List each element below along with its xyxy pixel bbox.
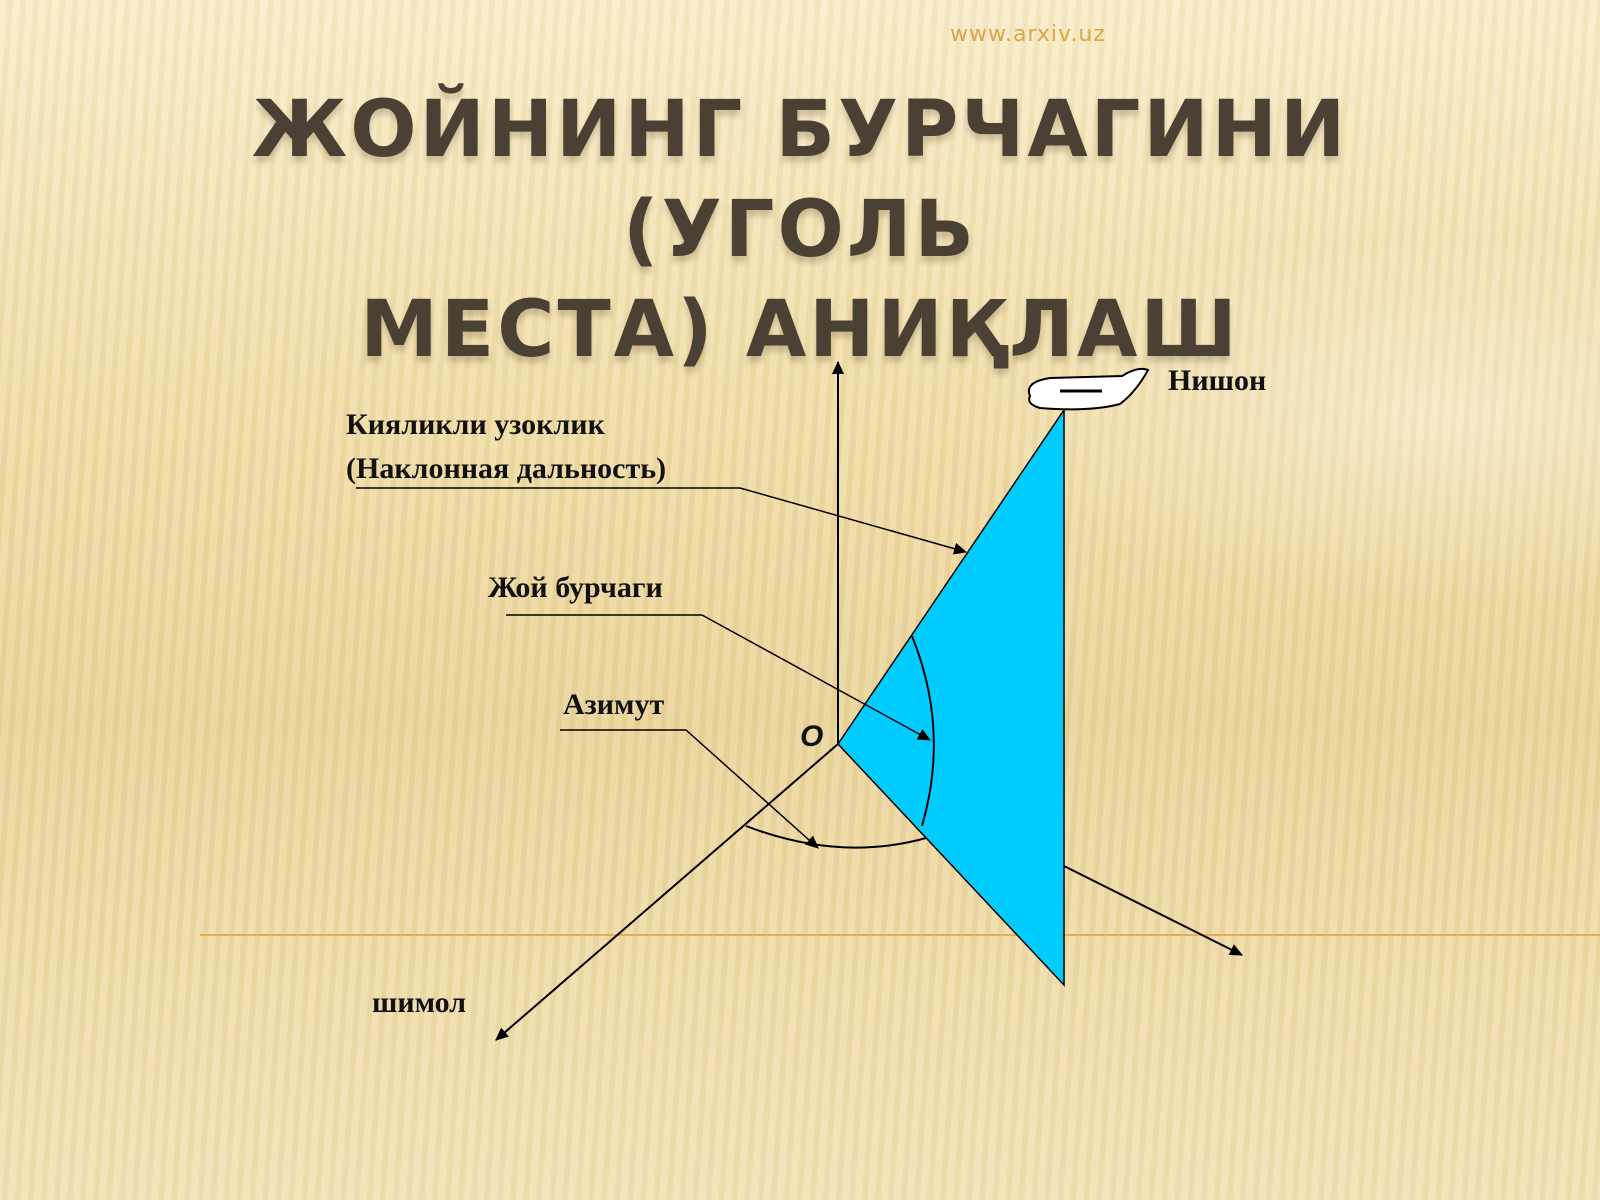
target-label: Нишон bbox=[1168, 364, 1266, 397]
slant-range-label-2: (Наклонная дальность) bbox=[346, 452, 666, 485]
elevation-angle-label: Жой бурчаги bbox=[488, 571, 663, 604]
azimuth-arc bbox=[745, 825, 927, 849]
slide-title: ЖОЙНИНГ БУРЧАГИНИ (УГОЛЬ МЕСТА) АНИҚЛАШ bbox=[100, 80, 1500, 380]
title-line-1: ЖОЙНИНГ БУРЧАГИНИ (УГОЛЬ bbox=[251, 85, 1349, 275]
slant-range-label-1: Кияликли узоклик bbox=[346, 408, 606, 441]
north-axis bbox=[495, 743, 839, 1041]
origin-label: O bbox=[800, 720, 823, 753]
title-line-2: МЕСТА) АНИҚЛАШ bbox=[360, 285, 1240, 375]
slant-range-leader bbox=[739, 487, 967, 555]
elevation-angle-arc bbox=[911, 635, 935, 827]
elevation-leader bbox=[701, 614, 931, 741]
north-label: шимол bbox=[372, 986, 466, 1019]
azimuth-label: Азимут bbox=[563, 688, 664, 721]
elevation-plane-triangle bbox=[837, 407, 1065, 987]
ground-projection-line bbox=[1063, 865, 1243, 956]
azimuth-leader bbox=[685, 729, 819, 849]
watermark: www.arxiv.uz bbox=[950, 22, 1106, 47]
target-aircraft-icon bbox=[1028, 367, 1150, 411]
